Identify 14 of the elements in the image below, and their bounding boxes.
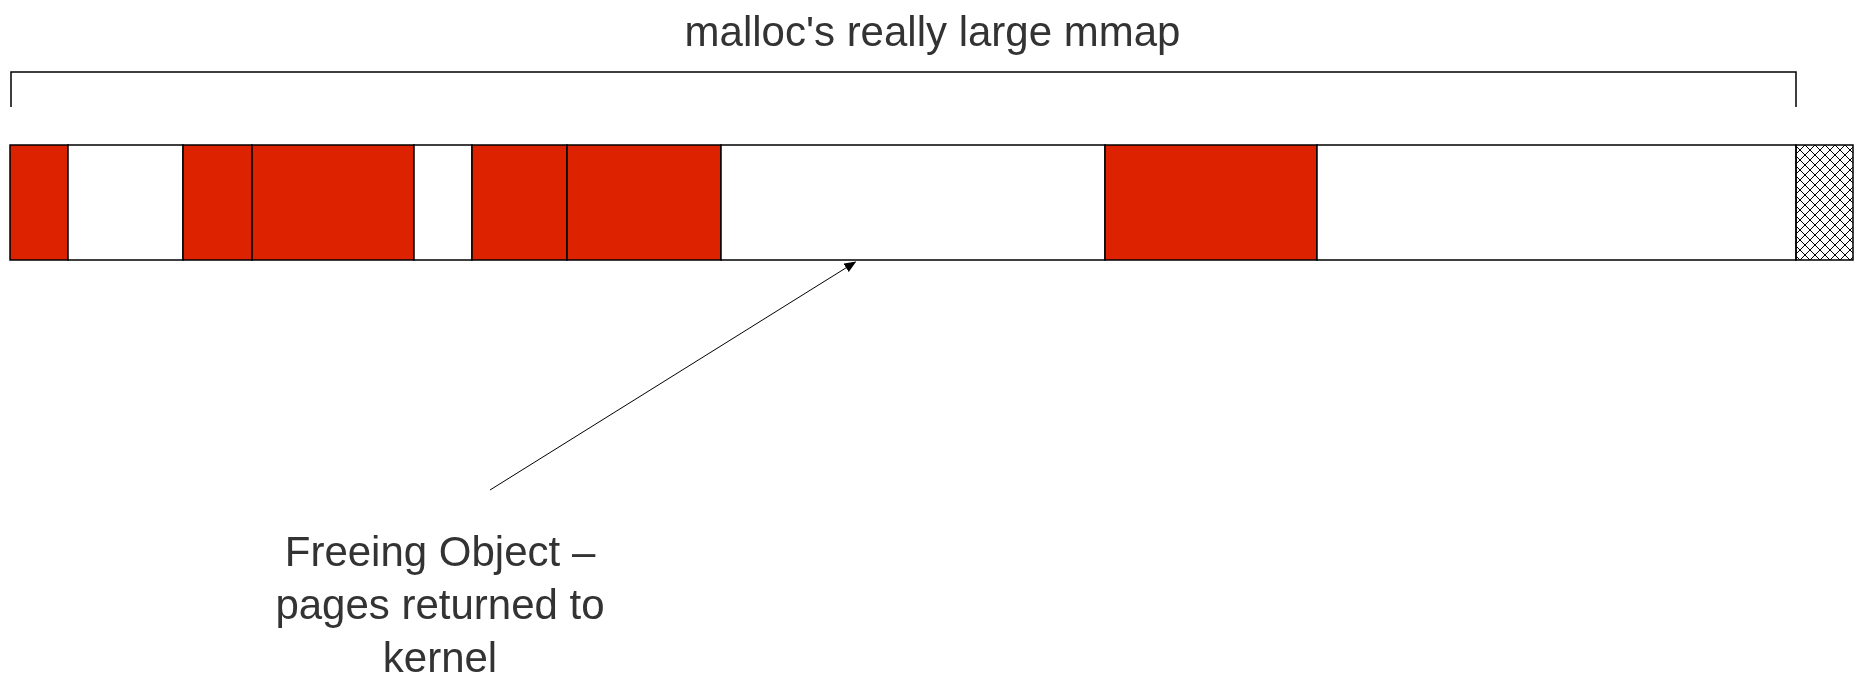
hatched-block xyxy=(1795,144,1854,261)
free-block xyxy=(720,144,1106,261)
title: malloc's really large mmap xyxy=(683,8,1182,56)
callout-text: Freeing Object – pages returned to kernel xyxy=(230,525,650,676)
allocated-block xyxy=(566,144,722,261)
free-block xyxy=(67,144,184,261)
allocated-block xyxy=(182,144,253,261)
free-block xyxy=(1316,144,1797,261)
allocated-block xyxy=(471,144,568,261)
free-block xyxy=(413,144,473,261)
allocated-block xyxy=(1104,144,1318,261)
arrow xyxy=(489,261,857,491)
allocated-block xyxy=(251,144,415,261)
allocated-block xyxy=(9,144,69,261)
